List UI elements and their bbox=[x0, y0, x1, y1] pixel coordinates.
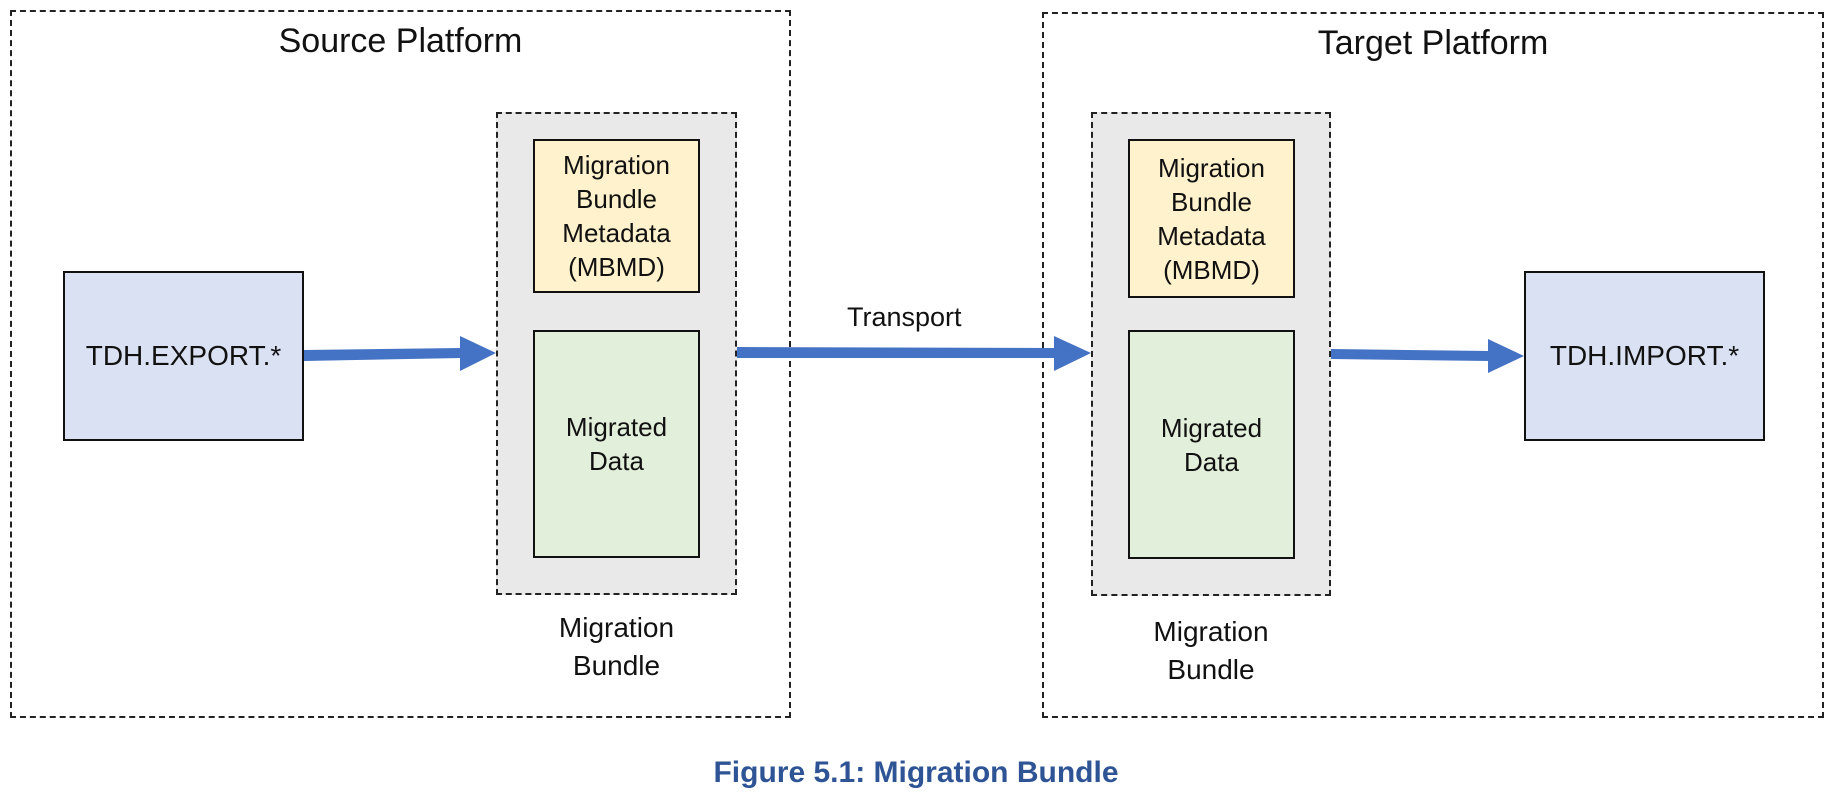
target-platform-frame: Target Platform bbox=[1042, 12, 1824, 718]
source-bundle-label-line: Bundle bbox=[572, 650, 661, 681]
target-bundle-label-line: Migration bbox=[1153, 616, 1269, 647]
figure-caption: Figure 5.1: Migration Bundle bbox=[713, 756, 1119, 789]
target-bundle-label: Migration Bundle bbox=[1091, 613, 1331, 689]
target-mbmd-line: Migration bbox=[1158, 152, 1265, 183]
tdh-export-box: TDH.EXPORT.* bbox=[63, 271, 304, 441]
source-bundle-label: Migration Bundle bbox=[496, 609, 737, 685]
source-data-line: Data bbox=[589, 446, 644, 476]
source-mbmd-line: Bundle bbox=[576, 184, 657, 214]
source-platform-frame: Source Platform bbox=[10, 10, 791, 718]
target-mbmd-line: (MBMD) bbox=[1163, 254, 1260, 285]
target-data-line: Migrated bbox=[1160, 412, 1263, 443]
target-platform-title: Target Platform bbox=[1317, 24, 1549, 62]
source-mbmd-box: Migration Bundle Metadata (MBMD) bbox=[533, 139, 700, 293]
target-bundle-label-line: Bundle bbox=[1167, 654, 1255, 685]
source-mbmd-line: Metadata bbox=[562, 218, 671, 248]
target-migrated-data-box: Migrated Data bbox=[1128, 330, 1295, 559]
source-data-line: Migrated bbox=[565, 412, 668, 442]
tdh-import-label: TDH.IMPORT.* bbox=[1549, 340, 1740, 371]
tdh-export-label: TDH.EXPORT.* bbox=[85, 340, 282, 371]
target-mbmd-box: Migration Bundle Metadata (MBMD) bbox=[1128, 139, 1295, 298]
target-mbmd-line: Bundle bbox=[1171, 186, 1252, 217]
target-mbmd-line: Metadata bbox=[1157, 220, 1266, 251]
source-migrated-data-box: Migrated Data bbox=[533, 330, 700, 558]
target-data-line: Data bbox=[1184, 446, 1239, 477]
source-platform-title: Source Platform bbox=[278, 22, 523, 60]
tdh-import-box: TDH.IMPORT.* bbox=[1524, 271, 1765, 441]
source-mbmd-line: (MBMD) bbox=[568, 252, 665, 282]
source-mbmd-line: Migration bbox=[563, 150, 670, 180]
source-bundle-label-line: Migration bbox=[558, 612, 675, 643]
transport-label: Transport bbox=[847, 302, 962, 332]
